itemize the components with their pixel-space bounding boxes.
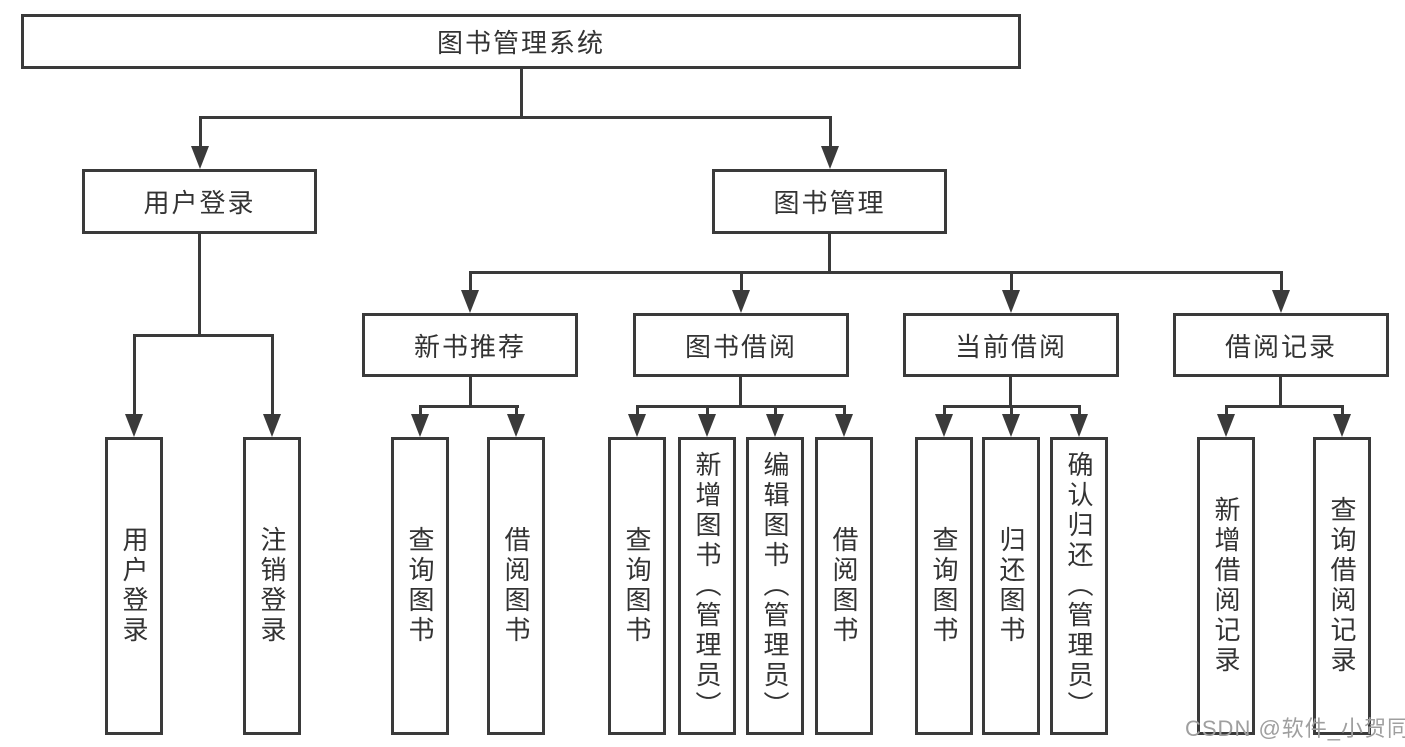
connector-line	[469, 271, 1283, 274]
arrow-down-icon	[461, 290, 479, 313]
node-label: 图书借阅	[684, 331, 797, 362]
node-label: 用户登录	[143, 188, 256, 218]
connector-line	[133, 334, 136, 416]
arrow-down-icon	[1070, 414, 1088, 437]
connector-line	[515, 405, 518, 417]
node-label: 图书管理系统	[436, 28, 605, 58]
connector-line	[636, 405, 846, 408]
arrow-down-icon	[698, 414, 716, 437]
connector-line	[636, 405, 639, 417]
node-label: 查询图书	[405, 526, 435, 646]
connector-line	[469, 271, 472, 291]
connector-line	[829, 116, 832, 149]
connector-line	[271, 334, 274, 416]
node-label: 查询图书	[929, 526, 959, 646]
node-user-login: 用户登录	[82, 169, 317, 234]
leaf-logout: 注销登录	[243, 437, 301, 735]
leaf-confirm-return-admin: 确认归还（管理员）	[1050, 437, 1108, 735]
node-current-borrowing: 当前借阅	[903, 313, 1119, 377]
leaf-query-borrow-record: 查询借阅记录	[1313, 437, 1371, 735]
node-label: 当前借阅	[954, 331, 1067, 362]
leaf-borrow-books: 借阅图书	[815, 437, 873, 735]
arrow-down-icon	[507, 414, 525, 437]
leaf-borrow-books-recommend: 借阅图书	[487, 437, 545, 735]
connector-line	[740, 271, 743, 291]
node-book-borrowing: 图书借阅	[633, 313, 849, 377]
leaf-user-login: 用户登录	[105, 437, 163, 735]
connector-line	[419, 405, 519, 408]
node-label: 查询图书	[622, 526, 652, 646]
arrow-down-icon	[1333, 414, 1351, 437]
node-library-management-system: 图书管理系统	[21, 14, 1021, 69]
node-label: 借阅记录	[1224, 331, 1337, 362]
node-label: 新书推荐	[413, 331, 526, 362]
node-borrowing-records: 借阅记录	[1173, 313, 1389, 377]
connector-line	[419, 405, 422, 417]
arrow-down-icon	[125, 414, 143, 437]
node-label: 用户登录	[119, 526, 149, 646]
csdn-watermark: CSDN @软件_小贺同学	[1185, 716, 1405, 741]
node-label: 借阅图书	[501, 526, 531, 646]
connector-line	[199, 116, 832, 119]
connector-line	[1078, 405, 1081, 417]
arrow-down-icon	[1217, 414, 1235, 437]
arrow-down-icon	[411, 414, 429, 437]
connector-line	[1341, 405, 1344, 417]
arrow-down-icon	[191, 146, 209, 169]
node-label: 归还图书	[996, 526, 1026, 646]
leaf-query-books-current: 查询图书	[915, 437, 973, 735]
node-label: 确认归还（管理员）	[1064, 451, 1094, 721]
arrow-down-icon	[835, 414, 853, 437]
node-label: 新增图书（管理员）	[692, 451, 722, 721]
node-label: 编辑图书（管理员）	[760, 451, 790, 721]
connector-line	[520, 69, 523, 119]
connector-line	[1009, 377, 1012, 408]
arrow-down-icon	[732, 290, 750, 313]
leaf-query-books-recommend: 查询图书	[391, 437, 449, 735]
node-label: 注销登录	[257, 526, 287, 646]
node-label: 查询借阅记录	[1327, 496, 1357, 676]
leaf-add-books-admin: 新增图书（管理员）	[678, 437, 736, 735]
node-book-management: 图书管理	[712, 169, 947, 234]
arrow-down-icon	[821, 146, 839, 169]
connector-line	[1010, 405, 1013, 417]
connector-line	[706, 405, 709, 417]
connector-line	[469, 377, 472, 408]
connector-line	[199, 116, 202, 149]
connector-line	[133, 334, 274, 337]
connector-line	[774, 405, 777, 417]
connector-line	[1225, 405, 1344, 408]
leaf-query-books-borrowing: 查询图书	[608, 437, 666, 735]
arrow-down-icon	[263, 414, 281, 437]
leaf-edit-books-admin: 编辑图书（管理员）	[746, 437, 804, 735]
connector-line	[843, 405, 846, 417]
connector-line	[1279, 377, 1282, 408]
arrow-down-icon	[935, 414, 953, 437]
arrow-down-icon	[1002, 290, 1020, 313]
connector-line	[739, 377, 742, 408]
connector-line	[1010, 271, 1013, 291]
node-label: 新增借阅记录	[1211, 496, 1241, 676]
connector-line	[1280, 271, 1283, 291]
connector-line	[828, 234, 831, 274]
arrow-down-icon	[766, 414, 784, 437]
arrow-down-icon	[1002, 414, 1020, 437]
connector-line	[1225, 405, 1228, 417]
node-label: 图书管理	[773, 188, 886, 218]
node-new-book-recommend: 新书推荐	[362, 313, 578, 377]
connector-line	[943, 405, 946, 417]
leaf-return-books: 归还图书	[982, 437, 1040, 735]
leaf-add-borrow-record: 新增借阅记录	[1197, 437, 1255, 735]
node-label: 借阅图书	[829, 526, 859, 646]
arrow-down-icon	[628, 414, 646, 437]
arrow-down-icon	[1272, 290, 1290, 313]
connector-line	[198, 234, 201, 337]
